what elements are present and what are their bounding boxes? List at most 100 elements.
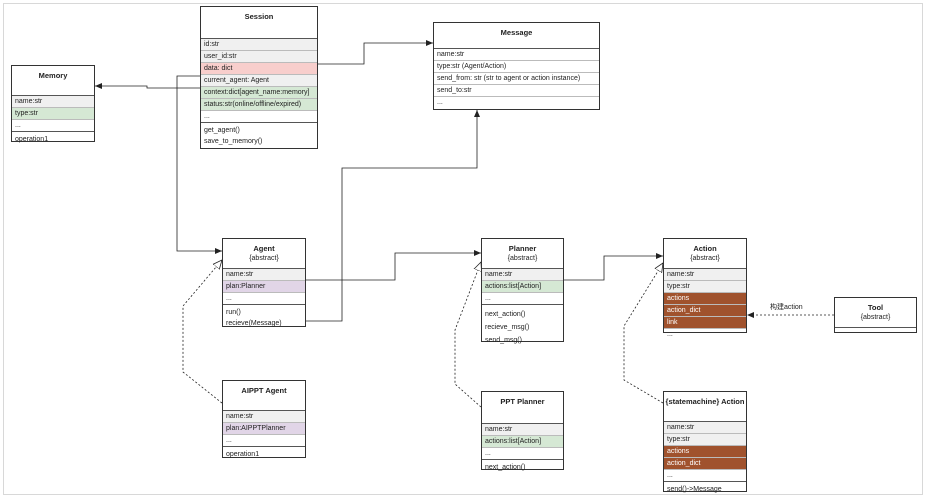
session-title: Session: [244, 12, 274, 21]
planner-title: Planner {abstract}: [482, 239, 563, 268]
message-title: Message: [500, 28, 533, 37]
memory-methods: operation1: [12, 131, 94, 145]
statemachine-action-method-send: send()->Message: [667, 486, 722, 493]
planner-method-recieve-msg: recieve_msg(): [485, 324, 530, 331]
action-title-text: Action: [693, 244, 717, 253]
aippt-agent-class[interactable]: AIPPT Agent name:str plan:AIPPTPlanner .…: [222, 380, 306, 458]
planner-attr-name: name:str: [482, 269, 563, 281]
agent-title-text: Agent: [253, 244, 275, 253]
action-attr-action-dict: action_dict: [664, 305, 746, 317]
statemachine-action-attr-more: ...: [667, 472, 673, 479]
planner-method-send-msg: send_msg(): [485, 337, 522, 344]
action-title: Action {abstract}: [664, 239, 746, 268]
planner-class[interactable]: Planner {abstract} name:str actions:list…: [481, 238, 564, 344]
session-message-association: [318, 40, 433, 65]
session-attr-context: context:dict[agent_name:memory]: [201, 87, 317, 99]
agent-method-recieve: recieve(Message): [226, 320, 282, 327]
action-attr-type: type:str: [664, 281, 746, 293]
action-attr-more: ...: [667, 331, 673, 338]
tool-stereotype: {abstract}: [860, 314, 891, 321]
aippt-agent-attr-plan: plan:AIPPTPlanner: [223, 423, 305, 435]
agent-attributes: name:str plan:Planner ...: [223, 268, 305, 304]
message-attr-send-to: send_to:str: [434, 85, 599, 97]
planner-attr-more: ...: [485, 295, 491, 302]
action-attributes: name:str type:str actions action_dict li…: [664, 268, 746, 340]
message-class[interactable]: Message name:str type:str (Agent/Action)…: [433, 22, 600, 110]
statemachine-action-attr-action-dict: action_dict: [664, 458, 746, 470]
planner-stereotype: {abstract}: [507, 255, 538, 262]
session-attr-status: status:str(online/offline/expired): [201, 99, 317, 111]
action-class[interactable]: Action {abstract} name:str type:str acti…: [663, 238, 747, 338]
session-agent-association: [176, 75, 222, 254]
agent-attr-more: ...: [226, 295, 232, 302]
statemachine-action-title: {statemachine} Action: [665, 397, 745, 406]
message-attributes: name:str type:str (Agent/Action) send_fr…: [434, 48, 599, 108]
ppt-planner-attr-more: ...: [485, 450, 491, 457]
diagram-frame: [3, 3, 923, 495]
tool-title: Tool {abstract}: [835, 298, 916, 327]
agent-attr-name: name:str: [223, 269, 305, 281]
memory-attributes: name:str type:str ...: [12, 95, 94, 131]
planner-attr-actions: actions:list[Action]: [482, 281, 563, 293]
tool-class[interactable]: Tool {abstract}: [834, 297, 917, 333]
message-attr-send-from: send_from: str (str to agent or action i…: [434, 73, 599, 85]
session-attr-current-agent: current_agent: Agent: [201, 75, 317, 87]
session-attr-more: ...: [204, 113, 210, 120]
aippt-agent-attributes: name:str plan:AIPPTPlanner ...: [223, 410, 305, 446]
aippt-agent-attr-more: ...: [226, 437, 232, 444]
ppt-planner-attr-actions: actions:list[Action]: [482, 436, 563, 448]
session-attr-id: id:str: [201, 39, 317, 51]
agent-message-association: [306, 110, 480, 322]
agent-stereotype: {abstract}: [249, 255, 279, 262]
ppt-planner-attr-name: name:str: [482, 424, 563, 436]
message-attr-name: name:str: [434, 49, 599, 61]
action-attr-name: name:str: [664, 269, 746, 281]
action-stereotype: {abstract}: [690, 255, 720, 262]
memory-title: Memory: [38, 71, 68, 80]
message-attr-more: ...: [437, 99, 443, 106]
session-class[interactable]: Session id:str user_id:str data: dict cu…: [200, 6, 318, 149]
session-methods: get_agent() save_to_memory(): [201, 122, 317, 147]
planner-title-text: Planner: [508, 244, 537, 253]
ppt-planner-method-next-action: next_action(): [485, 464, 526, 471]
aippt-agent-methods: operation1: [223, 446, 305, 460]
planner-methods: next_action() recieve_msg() send_msg(): [482, 304, 563, 347]
session-memory-association: [95, 83, 200, 89]
agent-attr-plan: plan:Planner: [223, 281, 305, 293]
agent-class[interactable]: Agent {abstract} name:str plan:Planner .…: [222, 238, 306, 327]
statemachine-action-class[interactable]: {statemachine} Action name:str type:str …: [663, 391, 747, 493]
tool-action-edge-label: 构建action: [770, 304, 803, 311]
session-method-get-agent: get_agent(): [204, 127, 240, 134]
action-attr-actions: actions: [664, 293, 746, 305]
statemachine-action-attr-type: type:str: [664, 434, 746, 446]
statemachine-action-attributes: name:str type:str actions action_dict ..…: [664, 421, 746, 481]
session-attributes: id:str user_id:str data: dict current_ag…: [201, 38, 317, 122]
action-attr-link: link: [664, 317, 746, 329]
agent-title: Agent {abstract}: [223, 239, 305, 268]
statemachine-action-attr-actions: actions: [664, 446, 746, 458]
planner-method-next-action: next_action(): [485, 311, 526, 318]
session-attr-user-id: user_id:str: [201, 51, 317, 63]
tool-title-text: Tool: [867, 303, 884, 312]
session-attr-data: data: dict: [201, 63, 317, 75]
ppt-planner-class[interactable]: PPT Planner name:str actions:list[Action…: [481, 391, 564, 473]
sm-action-generalization: [623, 263, 663, 404]
memory-class[interactable]: Memory name:str type:str ... operation1: [11, 65, 95, 145]
aippt-agent-method-operation1: operation1: [226, 451, 260, 458]
agent-method-run: run(): [226, 309, 241, 316]
ppt-planner-attributes: name:str actions:list[Action] ...: [482, 423, 563, 459]
memory-method-operation1: operation1: [15, 136, 49, 143]
aippt-agent-generalization: [182, 260, 222, 404]
aippt-agent-title: AIPPT Agent: [241, 386, 287, 395]
ppt-planner-title: PPT Planner: [500, 397, 545, 406]
planner-attributes: name:str actions:list[Action] ...: [482, 268, 563, 304]
ppt-planner-methods: next_action(): [482, 459, 563, 473]
memory-attr-more: ...: [15, 122, 21, 129]
statemachine-action-attr-name: name:str: [664, 422, 746, 434]
session-method-save-to-memory: save_to_memory(): [204, 138, 263, 145]
message-attr-type: type:str (Agent/Action): [434, 61, 599, 73]
ppt-planner-generalization: [454, 262, 481, 408]
tool-body: [835, 327, 916, 328]
planner-action-association: [564, 253, 663, 281]
